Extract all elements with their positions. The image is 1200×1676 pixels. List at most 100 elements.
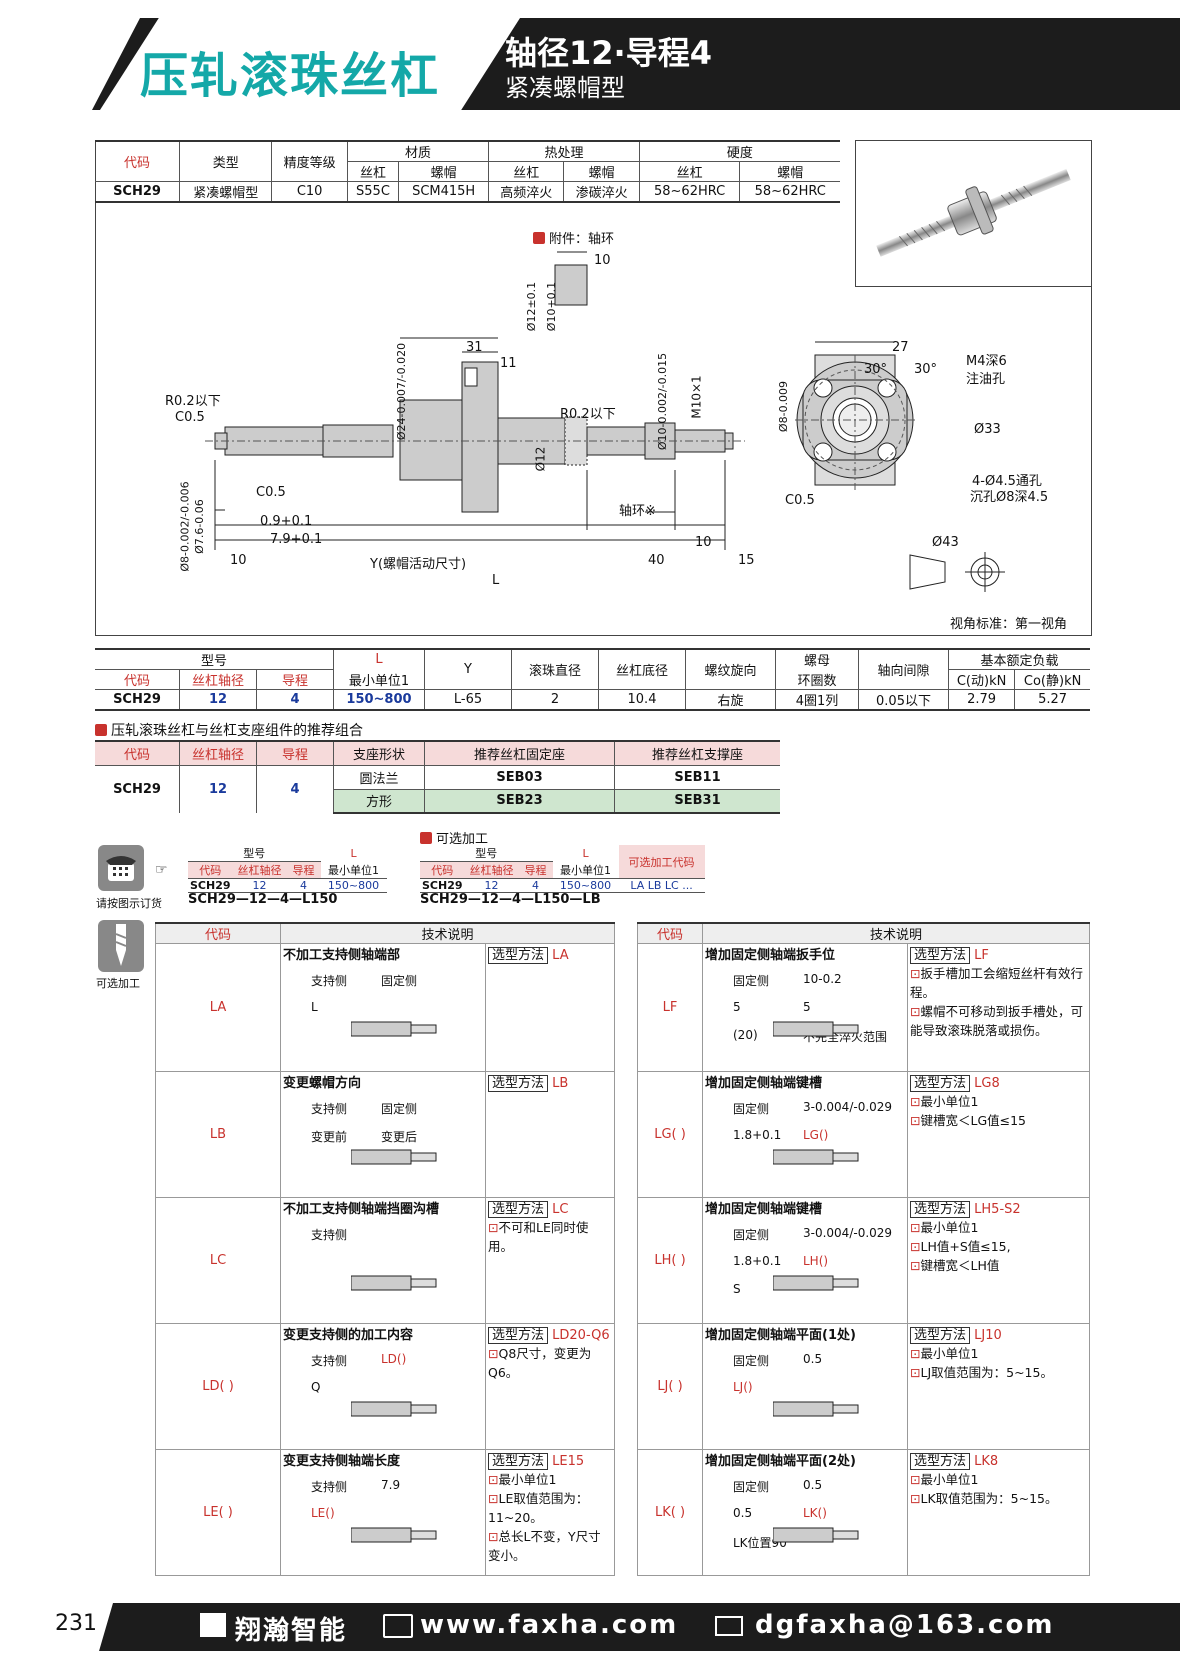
- diagram-label: 支持侧: [311, 1480, 348, 1494]
- option-title: 变更螺帽方向: [283, 1076, 362, 1091]
- subtitle-type: 紧凑螺帽型: [505, 74, 625, 102]
- select-method-code: LG8: [974, 1076, 1000, 1091]
- diagram-label: 1.8+0.1: [733, 1254, 782, 1268]
- diagram-label: 固定侧: [733, 1354, 770, 1368]
- product-photo: [855, 140, 1092, 287]
- option-title: 增加固定侧轴端键槽: [705, 1076, 823, 1091]
- shaft-diagram: [351, 1275, 437, 1291]
- option-title: 不加工支持侧轴端部: [283, 948, 401, 963]
- select-method-label: 选型方法: [488, 1327, 549, 1344]
- combo-title: 压轧滚珠丝杠与丝杠支座组件的推荐组合: [111, 723, 363, 739]
- page-number: 231: [55, 1611, 97, 1636]
- shaft-diagram: [351, 1149, 437, 1165]
- diagram-label: 固定侧: [381, 1102, 418, 1116]
- diagram-label: 固定侧: [733, 1480, 770, 1494]
- diagram-label: 7.9: [381, 1478, 401, 1492]
- option-code: LJ( ): [637, 1323, 703, 1450]
- drawing-frame: [95, 140, 1092, 636]
- option-note: 总长L不变，Y尺寸变小。: [488, 1529, 601, 1563]
- page-title: 压轧滚珠丝杠: [140, 48, 441, 104]
- select-method-label: 选型方法: [910, 1453, 971, 1470]
- option-title: 不加工支持侧轴端挡圈沟槽: [283, 1202, 440, 1217]
- footer-bar: [113, 1603, 1180, 1651]
- shaft-diagram: [351, 1401, 437, 1417]
- accessory-label: 附件：轴环: [549, 232, 615, 247]
- monitor-icon: [383, 1614, 413, 1638]
- select-method-code: LF: [974, 948, 989, 963]
- option-note: 键槽宽＜LH值: [920, 1258, 1000, 1273]
- option-code: LF: [637, 943, 703, 1072]
- spec-code: SCH29: [95, 181, 180, 203]
- option-note: 不可和LE同时使用。: [488, 1220, 589, 1254]
- diagram-label: 10-0.2: [803, 972, 842, 986]
- subtitle-spec: 轴径12·导程4: [505, 34, 712, 72]
- diagram-label: 固定侧: [733, 1228, 770, 1242]
- select-method-code: LK8: [974, 1454, 999, 1469]
- shaft-diagram: [773, 1149, 859, 1165]
- option-code: LK( ): [637, 1449, 703, 1576]
- shaft-diagram: [773, 1021, 859, 1037]
- option-code: LA: [155, 943, 281, 1072]
- diagram-label: 支持侧: [311, 974, 348, 988]
- shaft-diagram: [773, 1527, 859, 1543]
- option-note: 最小单位1: [920, 1346, 979, 1361]
- diagram-label: LE(): [311, 1506, 335, 1520]
- option-title: 变更支持侧的加工内容: [283, 1328, 414, 1343]
- option-note: 最小单位1: [920, 1220, 979, 1235]
- diagram-label: S: [733, 1282, 741, 1296]
- diagram-label: 固定侧: [733, 974, 770, 988]
- diagram-label: 0.5: [733, 1506, 753, 1520]
- select-method-label: 选型方法: [488, 1453, 549, 1470]
- option-note: LE取值范围为：11~20。: [488, 1491, 589, 1525]
- option-note: 最小单位1: [920, 1472, 979, 1487]
- select-method-label: 选型方法: [910, 1327, 971, 1344]
- diagram-label: 0.5: [803, 1352, 823, 1366]
- select-method-code: LB: [552, 1076, 569, 1091]
- model-table: 型号 L Y 滚珠直径 丝杠底径 螺纹旋向 螺母 轴向间隙 基本额定负载 代码 …: [95, 648, 1090, 711]
- footer-brand: 翔瀚智能: [235, 1616, 348, 1646]
- select-method-label: 选型方法: [488, 1075, 549, 1092]
- option-note: 螺帽不可移动到扳手槽处，可能导致滚珠脱落或损伤。: [910, 1004, 1083, 1038]
- diagram-label: (20): [733, 1028, 758, 1042]
- option-title: 增加固定侧轴端平面(2处): [705, 1454, 856, 1469]
- option-note: 最小单位1: [498, 1472, 557, 1487]
- shaft-diagram: [773, 1275, 859, 1291]
- shaft-diagram: [351, 1527, 437, 1543]
- mail-icon: [715, 1616, 743, 1636]
- diagram-label: 1.8+0.1: [733, 1128, 782, 1142]
- diagram-label: LG(): [803, 1128, 829, 1142]
- select-method-label: 选型方法: [910, 1075, 971, 1092]
- select-method-label: 选型方法: [910, 947, 971, 964]
- diagram-label: LJ(): [733, 1380, 753, 1394]
- select-method-code: LJ10: [974, 1328, 1002, 1343]
- diagram-label: LK(): [803, 1506, 827, 1520]
- combo-table: 代码 丝杠轴径 导程 支座形状 推荐丝杠固定座 推荐丝杠支撑座 SCH29 12…: [95, 740, 780, 814]
- option-note: Q8尺寸，变更为Q6。: [488, 1346, 592, 1380]
- select-method-code: LE15: [552, 1454, 585, 1469]
- select-method-code: LA: [552, 948, 569, 963]
- diagram-label: 变更前: [311, 1130, 348, 1144]
- diagram-label: LH(): [803, 1254, 829, 1268]
- option-code: LC: [155, 1197, 281, 1324]
- option-note: LH值+S值≤15,: [920, 1239, 1011, 1254]
- select-method-code: LH5-S2: [974, 1202, 1021, 1217]
- header-title-panel: [100, 18, 520, 110]
- diagram-label: 0.5: [803, 1478, 823, 1492]
- option-note: 键槽宽＜LG值≤15: [920, 1113, 1027, 1128]
- spec-table: 代码 类型 精度等级 材质 热处理 硬度 丝杠螺帽 丝杠螺帽 丝杠螺帽 SCH2…: [95, 140, 840, 203]
- option-code: LD( ): [155, 1323, 281, 1450]
- diagram-label: 支持侧: [311, 1228, 348, 1242]
- diagram-label: 支持侧: [311, 1354, 348, 1368]
